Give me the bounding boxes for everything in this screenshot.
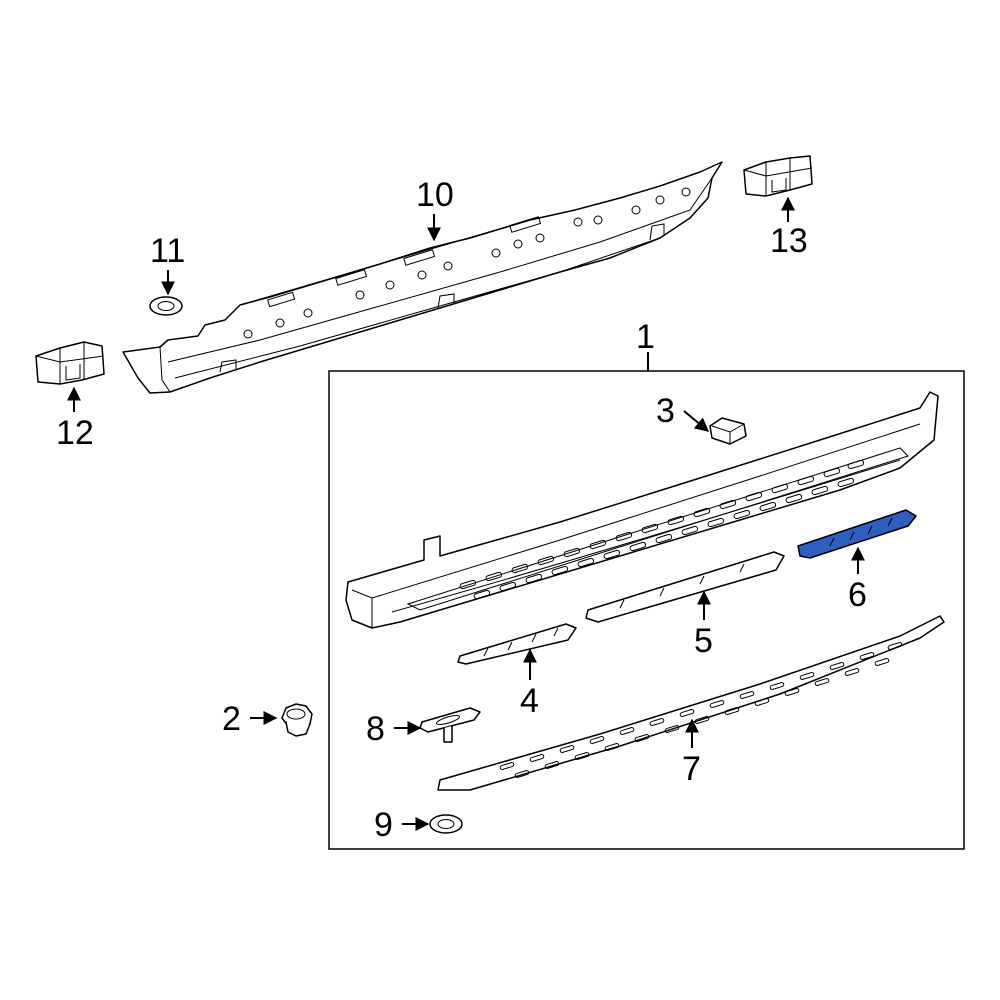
callout-4: 4 (520, 682, 539, 720)
part-5-step-pad[interactable] (585, 551, 785, 623)
callout-2: 2 (222, 700, 241, 738)
part-12-clip[interactable] (35, 341, 105, 385)
part-8-retainer[interactable] (419, 707, 481, 743)
callout-6: 6 (848, 576, 867, 614)
part-13-clip[interactable] (743, 155, 813, 197)
callout-12: 12 (56, 414, 94, 452)
part-6-step-pad[interactable] (797, 509, 917, 559)
leader-arrows (67, 196, 865, 831)
callout-13: 13 (770, 222, 808, 260)
part-2-nut[interactable] (281, 703, 313, 737)
callout-10: 10 (416, 176, 454, 214)
part-1-running-board[interactable] (345, 391, 939, 629)
part-3-clip[interactable] (709, 417, 747, 445)
part-10-rocker-rail[interactable] (122, 161, 723, 394)
assembly-group-box (328, 370, 965, 850)
part-7-trim-strip[interactable] (437, 615, 945, 791)
callout-11: 11 (150, 232, 185, 270)
callout-3: 3 (656, 392, 675, 430)
callout-9: 9 (374, 806, 393, 844)
callout-labels: 1 2 3 4 5 6 7 8 9 10 11 12 13 (56, 176, 867, 844)
callout-1: 1 (636, 318, 655, 356)
callout-7: 7 (682, 750, 701, 788)
leader-3 (683, 410, 710, 432)
callout-8: 8 (366, 710, 385, 748)
callout-5: 5 (694, 622, 713, 660)
part-4-step-pad[interactable] (457, 623, 577, 665)
part-9-grommet[interactable] (429, 814, 463, 834)
part-11-grommet[interactable] (149, 296, 183, 316)
